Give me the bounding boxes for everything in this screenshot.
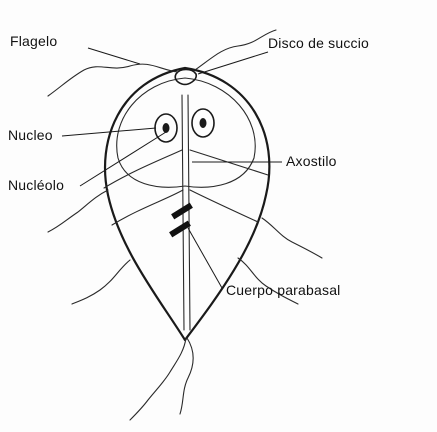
label-axostilo: Axostilo: [286, 154, 337, 168]
leader-parabasal: [188, 228, 222, 288]
parabasal-body-1: [171, 203, 193, 220]
sucking-disc-outline: [117, 78, 256, 187]
flagellum-caudal: [130, 338, 186, 420]
label-nucleolo: Nucléolo: [8, 178, 64, 192]
flagellar-fiber-left-lower: [112, 190, 183, 225]
label-flagelo: Flagelo: [10, 34, 57, 48]
label-cuerpo-parabasal: Cuerpo parabasal: [226, 283, 341, 297]
parabasal-body-2: [169, 221, 191, 238]
label-nucleo: Nucleo: [8, 128, 53, 142]
flagellum-lateral-left-2: [72, 260, 130, 304]
leader-flagelo: [88, 48, 140, 64]
leader-disco: [198, 52, 268, 74]
label-disco-de-succion: Disco de succio: [268, 36, 369, 50]
flagellum-lateral-left-1: [48, 190, 108, 232]
nucleolus-left: [163, 123, 170, 133]
axostyle-right: [188, 95, 190, 330]
flagellum-anterior-left: [48, 64, 178, 96]
flagellum-anterior-right: [195, 30, 276, 70]
nucleolus-right: [200, 118, 207, 128]
flagellum-caudal-2: [180, 338, 193, 414]
flagellar-fiber-right-lower: [190, 190, 258, 222]
cell-body-outline: [105, 68, 269, 340]
flagellar-fiber-left-upper: [104, 150, 182, 188]
flagellum-lateral-right-1: [262, 218, 322, 258]
